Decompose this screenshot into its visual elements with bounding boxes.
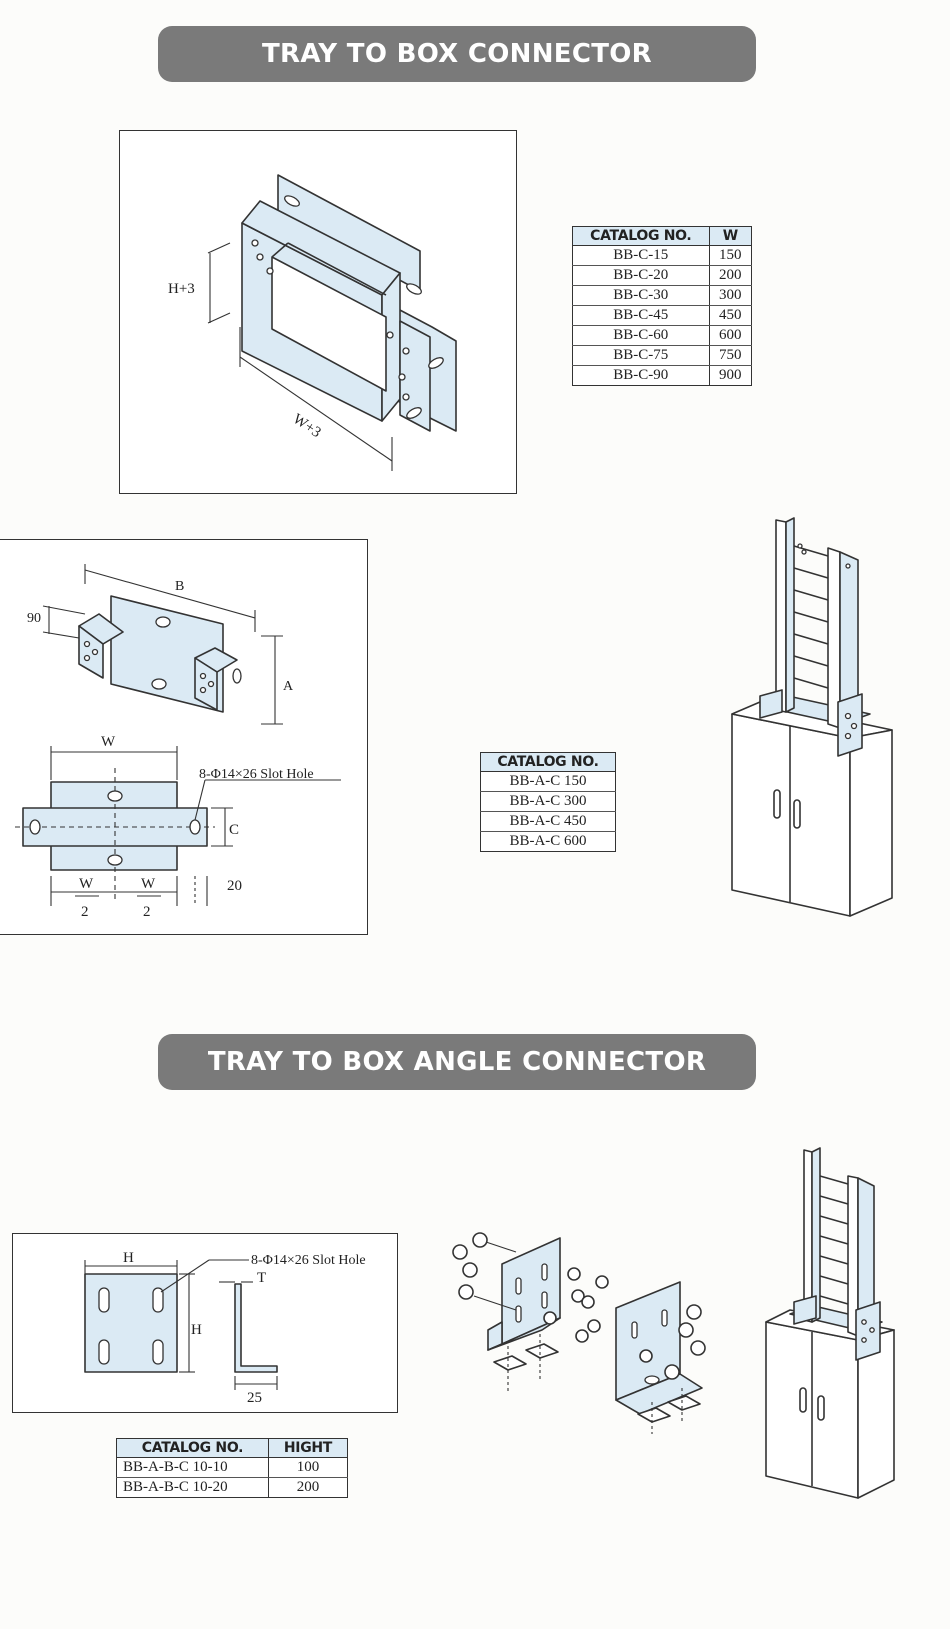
dim-a-label: A: [283, 679, 294, 694]
dim-b-label: B: [175, 579, 184, 594]
dim-20-label: 20: [227, 878, 242, 894]
dim-h-top-label: H: [123, 1250, 134, 1266]
table-header: CATALOG NO.: [116, 1438, 269, 1458]
cabinet-ladder-angle-illustration: [765, 1147, 895, 1499]
dim-90-label: 90: [27, 611, 41, 626]
dim-w-label: W: [101, 734, 116, 750]
dim-h-side-label: H: [191, 1322, 202, 1338]
dim-25-label: 25: [247, 1390, 262, 1406]
angle-connector-detail-frame: H 8-Φ14×26 Slot Hole H T 25: [12, 1233, 398, 1413]
detail-drawing-frame: B 90 A W 8-Φ14×26 Slot Hole C: [0, 539, 368, 935]
table-row: BB-A-C 450: [480, 811, 616, 832]
height-dim-label: H+3: [168, 281, 195, 297]
angle-bracket-detail-drawing: B 90 A W 8-Φ14×26 Slot Hole C: [15, 564, 341, 920]
table-row: BB-A-C 600: [480, 831, 616, 852]
box-opening: [271, 256, 387, 392]
section-banner-tray-to-box-angle-connector: TRAY TO BOX ANGLE CONNECTOR: [158, 1034, 756, 1090]
slot-hole-label: 8-Φ14×26 Slot Hole: [199, 767, 314, 782]
catalog-table-bb-a-c: CATALOG NO. BB-A-C 150 BB-A-C 300 BB-A-C…: [480, 752, 616, 852]
section-banner-tray-to-box-connector: TRAY TO BOX CONNECTOR: [158, 26, 756, 82]
cabinet-ladder-illustration: [731, 517, 893, 917]
table-row: BB-A-C 150: [480, 771, 616, 792]
slot-hole-label-2: 8-Φ14×26 Slot Hole: [251, 1253, 366, 1268]
table-header: CATALOG NO.: [572, 226, 710, 246]
dim-two-right: 2: [143, 904, 151, 920]
dim-t-label: T: [257, 1270, 266, 1286]
exploded-angle-connector-illustration: [452, 1232, 706, 1434]
dim-w-half-right: W: [141, 876, 156, 892]
dim-w-half-left: W: [79, 876, 94, 892]
iso-drawing-frame: H+3 W+3: [119, 130, 517, 494]
dim-two-left: 2: [81, 904, 89, 920]
table-header: W: [708, 226, 753, 246]
width-dim-label: W+3: [290, 411, 324, 441]
dim-c-label: C: [229, 822, 239, 838]
table-header: CATALOG NO.: [480, 752, 616, 772]
angle-connector-detail-drawing: H 8-Φ14×26 Slot Hole H T 25: [84, 1250, 366, 1406]
tray-box-connector-iso-drawing: H+3 W+3: [168, 174, 457, 471]
table-header: HIGHT: [267, 1438, 349, 1458]
angle-profile: [234, 1283, 278, 1373]
table-row: BB-A-C 300: [480, 791, 616, 812]
